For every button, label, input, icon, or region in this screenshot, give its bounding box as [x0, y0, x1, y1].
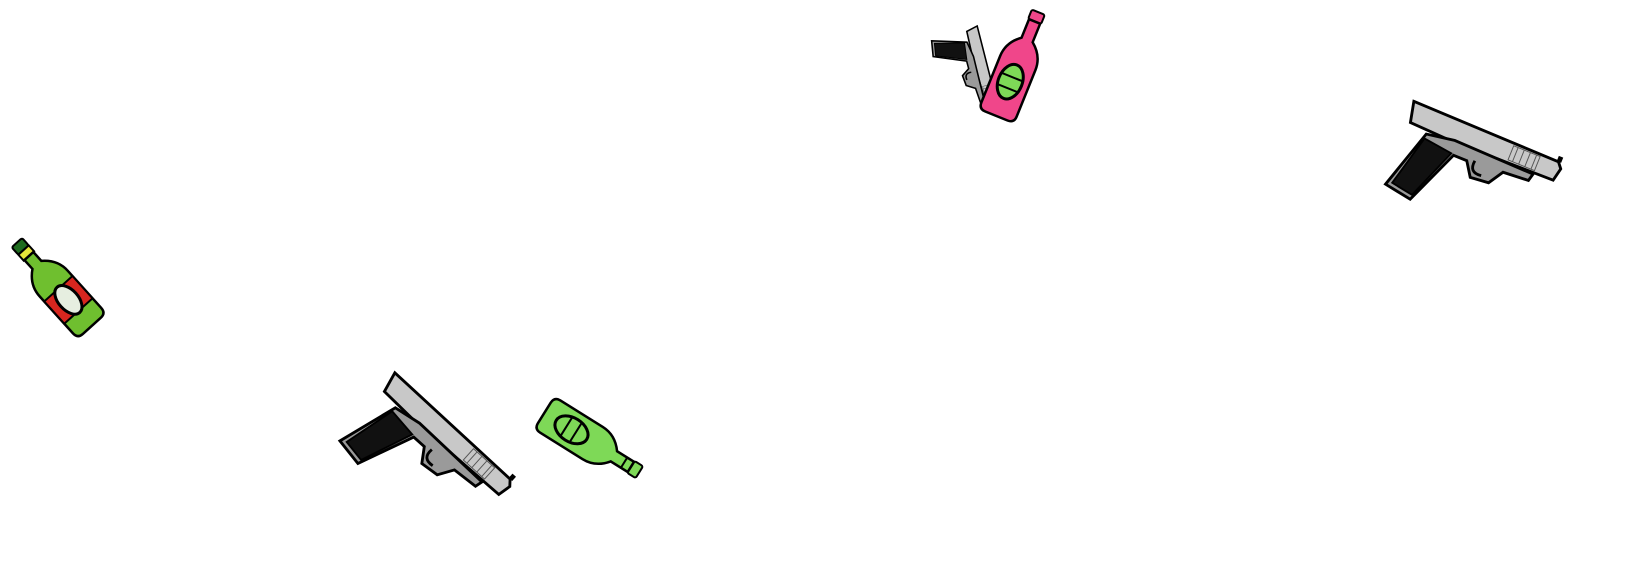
pink-bottle — [979, 8, 1046, 128]
bottle-icon — [979, 9, 1046, 123]
bottle-icon — [11, 237, 105, 338]
bottle-icon — [535, 397, 644, 479]
pistol-right — [1377, 96, 1567, 249]
pistol-icon — [331, 368, 519, 551]
pistol-bottom — [331, 368, 519, 551]
green-bottle-bottom — [535, 385, 644, 505]
pistol-icon — [1377, 96, 1567, 249]
green-bottle-left — [11, 228, 105, 348]
